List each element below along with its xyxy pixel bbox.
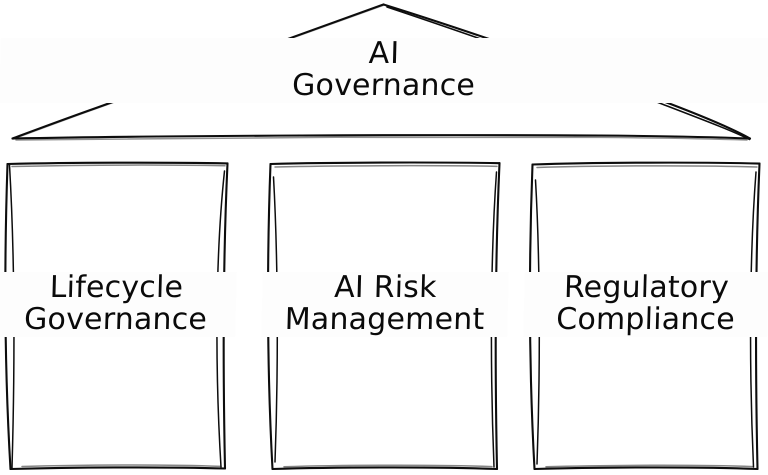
pillar-1-top-edge bbox=[6, 161, 229, 166]
pillar-1-top-edge-sketch bbox=[11, 164, 226, 168]
pillar-ai-risk-management[interactable] bbox=[266, 161, 501, 471]
pillar-3-bottom-edge bbox=[533, 466, 759, 471]
pillar-2-top-edge bbox=[269, 161, 501, 166]
pillar-1-left-edge bbox=[4, 162, 12, 471]
pillar-1-right-edge bbox=[222, 162, 229, 470]
pillar-2-left-edge bbox=[266, 162, 274, 471]
pillar-2-right-edge bbox=[494, 162, 501, 471]
pillar-lifecycle-governance[interactable] bbox=[4, 161, 229, 471]
roof-base-line bbox=[11, 134, 752, 140]
pillar-1-bottom-edge bbox=[9, 466, 227, 471]
pillar-2-top-edge-sketch bbox=[274, 164, 498, 168]
pillar-3-top-edge-sketch bbox=[536, 165, 758, 169]
pillar-1-bottom-edge-sketch bbox=[21, 464, 222, 468]
roof-base-line-sketch bbox=[15, 136, 748, 141]
roof-right-edge-sketch bbox=[386, 6, 751, 141]
roof-left-edge-sketch bbox=[12, 4, 384, 140]
pillar-3-top-edge bbox=[531, 161, 761, 166]
pillar-2-bottom-edge bbox=[271, 466, 499, 471]
pillar-3-bottom-edge-sketch bbox=[545, 464, 754, 468]
pillar-3-left-edge-sketch bbox=[534, 179, 541, 465]
roof-pediment[interactable] bbox=[11, 3, 752, 141]
pillar-3-left-edge bbox=[528, 163, 536, 471]
pillar-regulatory-compliance[interactable] bbox=[528, 161, 761, 471]
pillar-2-left-edge-sketch bbox=[272, 176, 279, 463]
pillar-1-left-edge-sketch bbox=[8, 164, 15, 469]
pillar-3-right-edge bbox=[755, 162, 761, 471]
pillar-2-bottom-edge-sketch bbox=[283, 464, 493, 468]
